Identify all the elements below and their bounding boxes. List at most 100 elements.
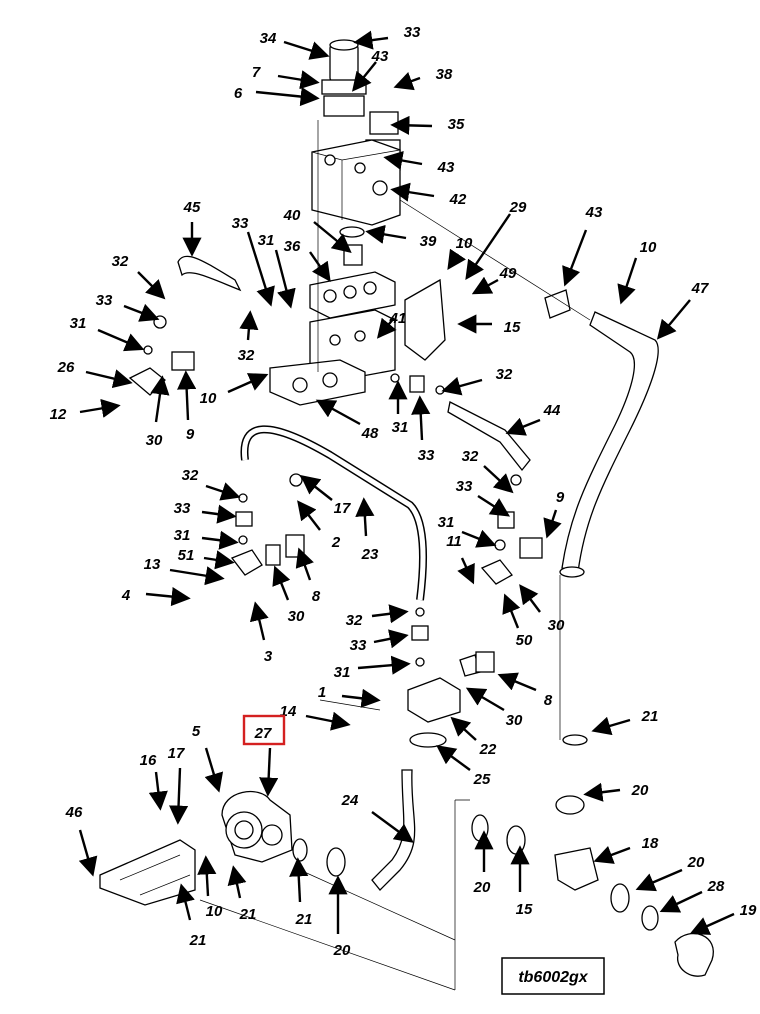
- leader-arrow-19: [689, 912, 735, 935]
- callout-31[interactable]: 31: [258, 232, 275, 249]
- callout-47[interactable]: 47: [691, 280, 709, 297]
- callout-35[interactable]: 35: [448, 116, 465, 133]
- leader-arrow-13: [169, 566, 225, 586]
- callout-20[interactable]: 20: [687, 854, 705, 871]
- callout-46[interactable]: 46: [65, 804, 83, 821]
- leader-arrow-31: [201, 530, 239, 550]
- callout-21[interactable]: 21: [295, 911, 313, 928]
- callout-50[interactable]: 50: [516, 632, 533, 649]
- callout-23[interactable]: 23: [361, 546, 379, 563]
- callout-30[interactable]: 30: [288, 608, 305, 625]
- callout-10[interactable]: 10: [456, 235, 473, 252]
- leader-arrow-43: [383, 151, 423, 170]
- callout-51[interactable]: 51: [178, 547, 195, 564]
- callout-8[interactable]: 8: [544, 692, 553, 709]
- callout-9[interactable]: 9: [186, 426, 195, 443]
- callout-31[interactable]: 31: [174, 527, 191, 544]
- callout-31[interactable]: 31: [392, 419, 409, 436]
- callout-24[interactable]: 24: [341, 792, 359, 809]
- callout-33[interactable]: 33: [350, 637, 367, 654]
- callout-31[interactable]: 31: [70, 315, 87, 332]
- callout-32[interactable]: 32: [238, 347, 255, 364]
- callout-7[interactable]: 7: [252, 64, 261, 81]
- leader-arrow-10: [617, 257, 638, 305]
- callout-10[interactable]: 10: [640, 239, 657, 256]
- callout-42[interactable]: 42: [449, 191, 467, 208]
- callout-15[interactable]: 15: [504, 319, 521, 336]
- callout-4[interactable]: 4: [121, 587, 131, 604]
- callout-43[interactable]: 43: [371, 48, 389, 65]
- callout-32[interactable]: 32: [496, 366, 513, 383]
- callout-13[interactable]: 13: [144, 556, 161, 573]
- callout-20[interactable]: 20: [473, 879, 491, 896]
- callout-44[interactable]: 44: [543, 402, 561, 419]
- callout-21[interactable]: 21: [189, 932, 207, 949]
- callout-33[interactable]: 33: [418, 447, 435, 464]
- callout-31[interactable]: 31: [334, 664, 351, 681]
- callout-31[interactable]: 31: [438, 514, 455, 531]
- callout-15[interactable]: 15: [516, 901, 533, 918]
- callout-17[interactable]: 17: [334, 500, 351, 517]
- callout-28[interactable]: 28: [707, 878, 725, 895]
- callout-30[interactable]: 30: [548, 617, 565, 634]
- leader-arrow-2: [297, 500, 321, 531]
- callout-1[interactable]: 1: [318, 684, 326, 701]
- callout-27[interactable]: 27: [254, 725, 272, 742]
- callout-17[interactable]: 17: [168, 745, 185, 762]
- callout-18[interactable]: 18: [642, 835, 659, 852]
- callout-9[interactable]: 9: [556, 489, 565, 506]
- leader-arrow-10: [197, 855, 217, 897]
- callout-41[interactable]: 41: [389, 310, 407, 327]
- callout-11[interactable]: 11: [446, 533, 462, 550]
- callout-33[interactable]: 33: [232, 215, 249, 232]
- leader-arrow-5: [204, 747, 224, 793]
- callout-2[interactable]: 2: [331, 534, 341, 551]
- leader-arrow-40: [313, 221, 352, 254]
- callout-20[interactable]: 20: [333, 942, 351, 959]
- callout-32[interactable]: 32: [182, 467, 199, 484]
- callout-29[interactable]: 29: [509, 199, 527, 216]
- leader-arrow-7: [277, 70, 320, 90]
- leader-arrow-4: [145, 587, 191, 607]
- callout-43[interactable]: 43: [437, 159, 455, 176]
- callout-38[interactable]: 38: [436, 66, 453, 83]
- callout-34[interactable]: 34: [260, 30, 277, 47]
- callout-19[interactable]: 19: [740, 902, 757, 919]
- leader-arrow-33: [246, 231, 275, 307]
- leader-arrow-33: [201, 504, 237, 524]
- callout-8[interactable]: 8: [312, 588, 321, 605]
- callout-21[interactable]: 21: [641, 708, 659, 725]
- callout-12[interactable]: 12: [50, 406, 67, 423]
- callout-21[interactable]: 21: [239, 906, 257, 923]
- callout-10[interactable]: 10: [200, 390, 217, 407]
- callout-48[interactable]: 48: [361, 425, 379, 442]
- callout-20[interactable]: 20: [631, 782, 649, 799]
- callout-10[interactable]: 10: [206, 903, 223, 920]
- callout-33[interactable]: 33: [96, 292, 113, 309]
- callout-36[interactable]: 36: [284, 238, 301, 255]
- callout-39[interactable]: 39: [420, 233, 437, 250]
- callout-16[interactable]: 16: [140, 752, 157, 769]
- callout-32[interactable]: 32: [112, 253, 129, 270]
- callout-14[interactable]: 14: [280, 703, 297, 720]
- callout-40[interactable]: 40: [283, 207, 301, 224]
- callout-22[interactable]: 22: [479, 741, 497, 758]
- leader-arrow-43: [351, 61, 377, 92]
- callout-30[interactable]: 30: [506, 712, 523, 729]
- callout-43[interactable]: 43: [585, 204, 603, 221]
- callout-5[interactable]: 5: [192, 723, 201, 740]
- callout-25[interactable]: 25: [473, 771, 491, 788]
- callout-32[interactable]: 32: [462, 448, 479, 465]
- callout-45[interactable]: 45: [183, 199, 201, 216]
- callout-3[interactable]: 3: [264, 648, 273, 665]
- callout-49[interactable]: 49: [499, 265, 517, 282]
- callout-26[interactable]: 26: [57, 359, 75, 376]
- callout-6[interactable]: 6: [234, 85, 243, 102]
- callout-33[interactable]: 33: [404, 24, 421, 41]
- callout-30[interactable]: 30: [146, 432, 163, 449]
- callout-33[interactable]: 33: [456, 478, 473, 495]
- callout-32[interactable]: 32: [346, 612, 363, 629]
- leader-arrow-21: [289, 857, 309, 903]
- leader-arrow-9: [543, 509, 562, 539]
- callout-33[interactable]: 33: [174, 500, 191, 517]
